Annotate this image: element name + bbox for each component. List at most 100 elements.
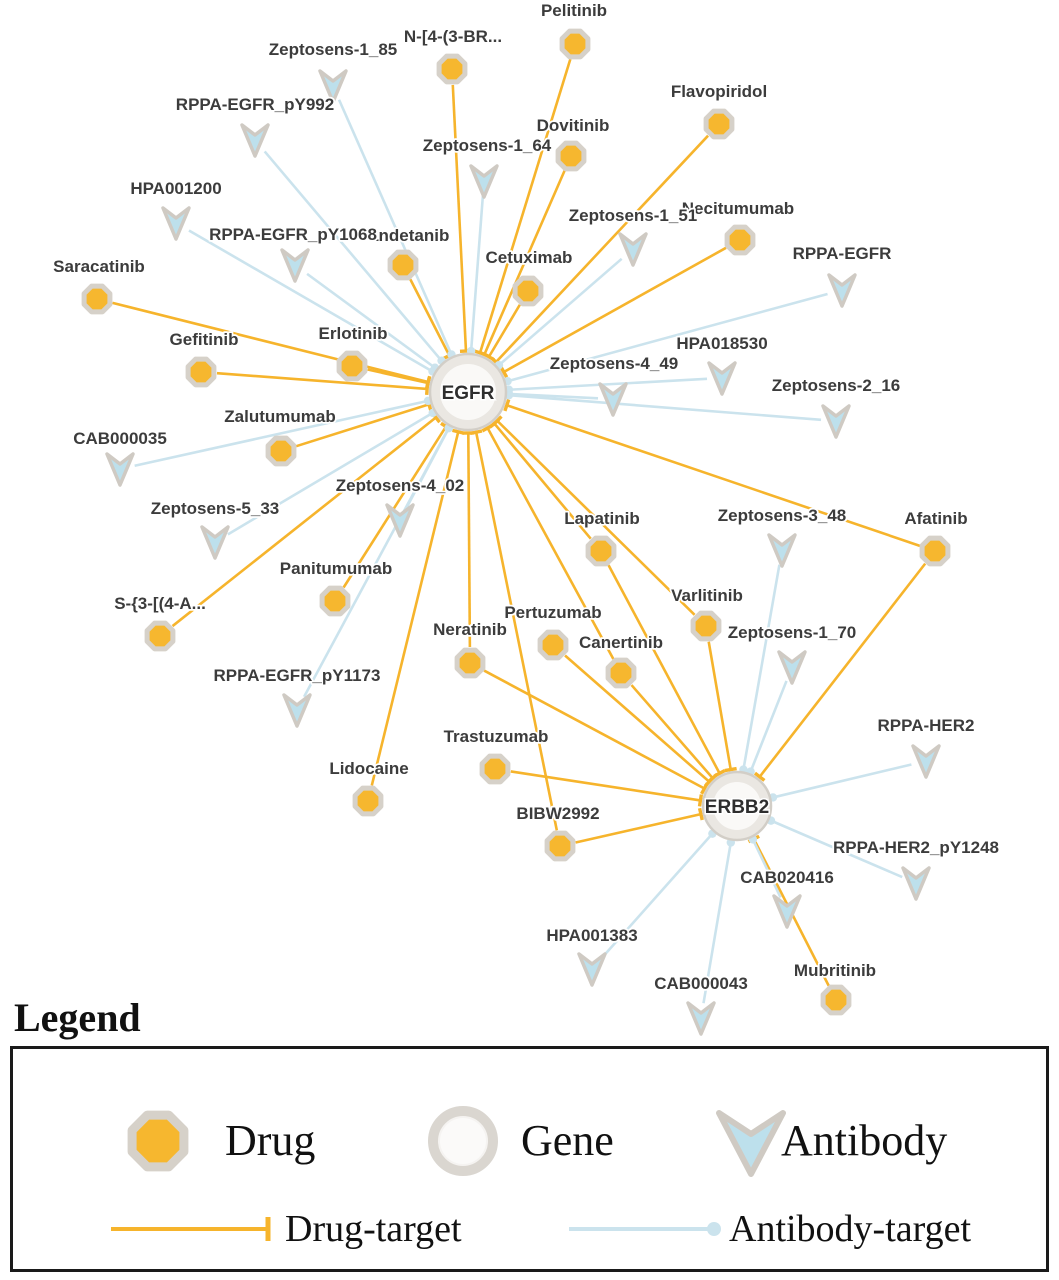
gene-node-egfr[interactable]: EGFR	[428, 352, 508, 432]
drug-node-s3-4a[interactable]	[144, 620, 176, 652]
edge-egfr-canertinib	[481, 423, 615, 660]
edge-egfr-afatinib	[503, 398, 921, 548]
drug-node-cetuximab[interactable]	[512, 275, 544, 307]
antibody-node-cab020416[interactable]	[772, 894, 802, 929]
node-label: BIBW2992	[516, 804, 599, 823]
edge-layer	[112, 58, 927, 1004]
edge-egfr-erlotinib	[367, 368, 431, 390]
node-label: RPPA-EGFR_pY1068	[209, 225, 377, 244]
node-label: Zeptosens-4_49	[550, 354, 679, 373]
antibody-node-rppa-her2_py1248[interactable]	[901, 866, 931, 901]
legend-gene-label: Gene	[521, 1116, 614, 1165]
antibody-node-zeptosens-5_33[interactable]	[200, 525, 230, 560]
drug-node-gefitinib[interactable]	[185, 356, 217, 388]
edge-erbb2-zeptosens-1_70	[746, 680, 788, 776]
drug-node-dovitinib[interactable]	[555, 140, 587, 172]
node-label: Zeptosens-1_85	[269, 40, 398, 59]
network-svg: EGFR ERBB2PelitinibN-[4-(3-BR...Dovitinib…	[51, 0, 1001, 1036]
antibody-node-zeptosens-4_02[interactable]	[385, 503, 415, 538]
drug-node-afatinib[interactable]	[919, 535, 951, 567]
antibody-node-rppa-egfr_py992[interactable]	[240, 123, 270, 158]
edge-erbb2-canertinib	[630, 684, 719, 784]
legend-drug-edge-icon	[111, 1217, 271, 1241]
antibody-node-rppa-egfr_py1173[interactable]	[282, 693, 312, 728]
gene-label: ERBB2	[705, 797, 769, 818]
drug-node-trastuzumab[interactable]	[479, 753, 511, 785]
antibody-node-hpa018530[interactable]	[707, 361, 737, 396]
drug-node-panitumumab[interactable]	[319, 585, 351, 617]
edge-erbb2-cab020416	[748, 835, 782, 899]
node-label: Varlitinib	[671, 586, 743, 605]
edge-erbb2-varlitinib	[707, 641, 737, 773]
node-label: Saracatinib	[53, 257, 145, 276]
edge-egfr-necitumumab	[499, 246, 727, 379]
drug-node-erlotinib[interactable]	[336, 350, 368, 382]
edge-erbb2-trastuzumab	[510, 770, 704, 807]
antibody-node-rppa-her2[interactable]	[911, 744, 941, 779]
node-label: CAB000043	[654, 974, 748, 993]
node-label: Panitumumab	[280, 559, 392, 578]
antibody-node-hpa001200[interactable]	[161, 206, 191, 241]
drug-node-lapatinib[interactable]	[585, 535, 617, 567]
node-label: Zeptosens-2_16	[772, 376, 901, 395]
drug-node-canertinib[interactable]	[605, 657, 637, 689]
node-label: Pertuzumab	[504, 603, 601, 622]
node-label: Trastuzumab	[444, 727, 549, 746]
antibody-node-zeptosens-1_85[interactable]	[318, 69, 348, 104]
node-label: RPPA-HER2	[878, 716, 975, 735]
node-label: S-{3-[(4-A...	[114, 594, 206, 613]
edge-egfr-neratinib	[462, 431, 475, 648]
drug-node-n4-3br[interactable]	[436, 53, 468, 85]
gene-label: EGFR	[442, 383, 495, 404]
edge-egfr-lidocaine	[370, 428, 465, 786]
antibody-node-zeptosens-3_48[interactable]	[767, 533, 797, 568]
drug-node-pertuzumab[interactable]	[537, 629, 569, 661]
node-label: CAB020416	[740, 868, 834, 887]
drug-node-bibw2992[interactable]	[544, 830, 576, 862]
legend-antibody-label: Antibody	[781, 1116, 948, 1165]
edge-erbb2-zeptosens-3_48	[739, 564, 781, 774]
antibody-node-rppa-egfr[interactable]	[827, 273, 857, 308]
legend-drug-icon	[127, 1110, 189, 1172]
drug-node-lidocaine[interactable]	[352, 785, 384, 817]
edge-egfr-zeptosens-1_64	[466, 195, 485, 356]
node-label: Zeptosens-1_64	[423, 136, 552, 155]
antibody-node-cab000043[interactable]	[686, 1001, 716, 1036]
antibody-node-zeptosens-1_64[interactable]	[469, 164, 499, 199]
node-label: Pelitinib	[541, 1, 607, 20]
node-label: Cetuximab	[486, 248, 573, 267]
legend-title: Legend	[14, 995, 141, 1040]
drug-node-mubritinib[interactable]	[820, 984, 852, 1016]
legend-gene-icon	[428, 1106, 498, 1176]
drug-node-necitumumab[interactable]	[724, 224, 756, 256]
antibody-node-rppa-egfr_py1068[interactable]	[280, 248, 310, 283]
drug-node-pelitinib[interactable]	[559, 28, 591, 60]
edge-egfr-cetuximab	[482, 304, 521, 362]
drug-node-saracatinib[interactable]	[81, 283, 113, 315]
antibody-node-zeptosens-4_49[interactable]	[598, 382, 628, 417]
drug-node-neratinib[interactable]	[454, 647, 486, 679]
drug-node-vandetanib[interactable]	[387, 249, 419, 281]
antibody-node-hpa001383[interactable]	[577, 952, 607, 987]
legend-antibody-icon	[716, 1110, 786, 1177]
node-label: Necitumumab	[682, 199, 794, 218]
drug-node-zalutumumab[interactable]	[265, 435, 297, 467]
node-label: RPPA-EGFR	[793, 244, 892, 263]
antibody-node-zeptosens-1_51[interactable]	[618, 232, 648, 267]
legend-box: Drug Gene Antibody Drug-target Antibody-…	[10, 1046, 1049, 1272]
node-label: HPA001383	[546, 926, 637, 945]
node-label: Zeptosens-4_02	[336, 476, 465, 495]
gene-node-erbb2[interactable]: ERBB2	[701, 770, 773, 842]
edge-egfr-saracatinib	[112, 301, 432, 389]
drug-node-varlitinib[interactable]	[690, 610, 722, 642]
antibody-node-cab000035[interactable]	[105, 452, 135, 487]
node-label: Zeptosens-3_48	[718, 506, 847, 525]
antibody-node-zeptosens-1_70[interactable]	[777, 650, 807, 685]
drug-node-flavopiridol[interactable]	[703, 108, 735, 140]
node-label: Gefitinib	[170, 330, 239, 349]
edge-erbb2-pertuzumab	[564, 654, 715, 788]
label-layer: PelitinibN-[4-(3-BR...DovitinibFlavopiri…	[51, 0, 1000, 995]
antibody-node-zeptosens-2_16[interactable]	[821, 404, 851, 439]
node-label: Zeptosens-1_51	[569, 206, 698, 225]
